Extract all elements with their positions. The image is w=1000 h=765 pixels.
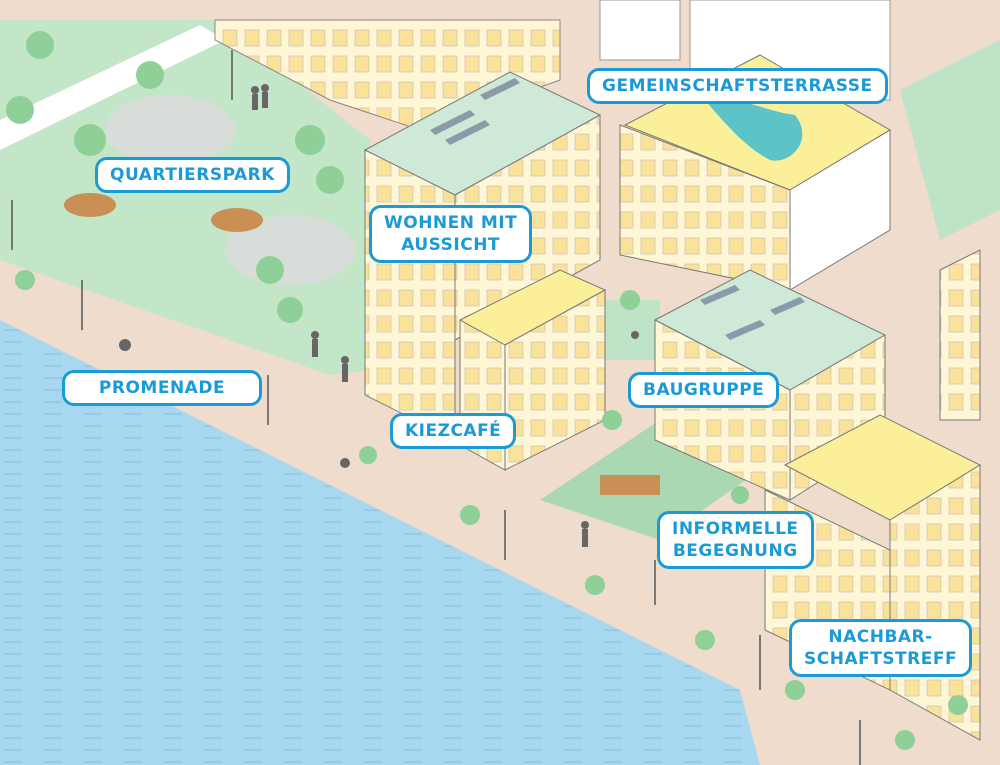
trees xyxy=(6,31,968,750)
label-line: SCHAFTSTREFF xyxy=(804,649,958,669)
lawn-patch xyxy=(600,300,660,360)
label-line: AUSSICHT xyxy=(401,235,501,255)
building-right-edge xyxy=(939,249,981,421)
park-path xyxy=(0,25,225,150)
rooftop-pool xyxy=(705,98,803,161)
label-line: NACHBAR- xyxy=(828,627,933,647)
label-gemeinschaftsterrasse: GEMEINSCHAFTSTERRASSE xyxy=(587,68,888,104)
people xyxy=(119,84,660,547)
wooden-deck xyxy=(211,208,263,232)
solar-panels xyxy=(430,78,520,145)
lamp-posts xyxy=(11,50,861,765)
wooden-deck xyxy=(64,193,116,217)
solar-panels xyxy=(700,285,805,340)
building-outline xyxy=(599,0,681,61)
label-baugruppe: BAUGRUPPE xyxy=(628,372,780,408)
label-line: INFORMELLE xyxy=(672,519,799,539)
label-kiezcafe: KIEZCAFÉ xyxy=(390,413,517,449)
park-circle xyxy=(105,95,235,165)
label-line: WOHNEN MIT xyxy=(384,213,518,233)
label-line: BEGEGNUNG xyxy=(672,541,798,561)
label-promenade: PROMENADE xyxy=(62,370,262,406)
terrace-facade-right xyxy=(789,129,891,291)
label-quartierspark: QUARTIERSPARK xyxy=(95,157,290,193)
label-wohnen-mit-aussicht: WOHNEN MIT AUSSICHT xyxy=(369,205,533,263)
label-informelle-begegnung: INFORMELLE BEGEGNUNG xyxy=(657,511,814,569)
quartierspark-lawn xyxy=(0,20,370,375)
tower-facade-left xyxy=(364,149,456,441)
river-water xyxy=(0,320,760,765)
label-nachbarschaftstreff: NACHBAR- SCHAFTSTREFF xyxy=(789,619,973,677)
green-strip xyxy=(900,40,1000,240)
